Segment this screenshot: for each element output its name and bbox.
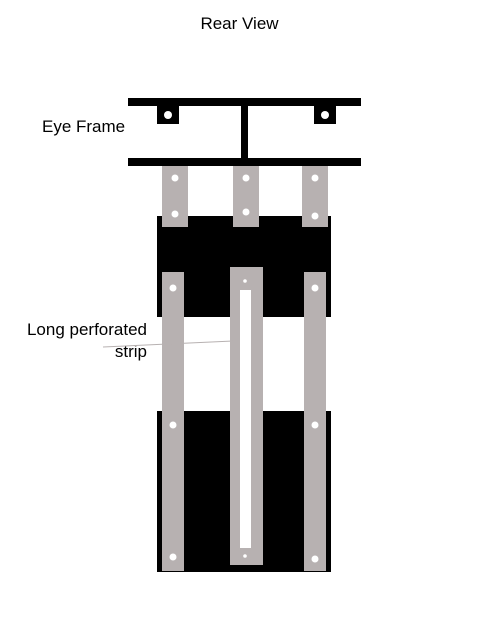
eye-frame-top-bar — [128, 98, 361, 106]
long-strip-left-hole-3 — [169, 553, 177, 561]
long-strip-left-hole-1 — [169, 284, 177, 292]
short-strip-left-hole-top — [171, 174, 179, 182]
long-perforated-strip — [230, 267, 263, 565]
short-strip-right-hole-top — [311, 174, 319, 182]
eye-frame-label: Eye Frame — [42, 117, 126, 136]
short-strip-right-hole-bottom — [311, 212, 319, 220]
long-strip-right-hole-3 — [311, 555, 319, 563]
short-strip-center-hole-top — [242, 174, 250, 182]
short-strip-center-hole-bottom — [242, 208, 250, 216]
long-perforated-strip-hole-top — [243, 279, 247, 283]
eye-frame-left-hole — [164, 111, 172, 119]
long-strip-leader-line — [102, 340, 234, 348]
long-strip-right-hole-2 — [311, 421, 319, 429]
diagram-title: Rear View — [200, 14, 279, 33]
long-side-strips — [162, 272, 326, 571]
short-strip-left-hole-bottom — [171, 210, 179, 218]
long-strip-label-line2: strip — [114, 342, 147, 361]
long-perforated-strip-slot — [240, 290, 251, 548]
long-perforated-strip-label: Long perforated strip — [14, 319, 147, 363]
long-strip-left-hole-2 — [169, 421, 177, 429]
long-perforated-strip-hole-bottom — [243, 554, 247, 558]
eye-frame — [128, 98, 361, 166]
eye-frame-right-hole — [321, 111, 329, 119]
eye-frame-center-post — [241, 104, 248, 160]
long-strip-right-hole-1 — [311, 284, 319, 292]
eye-frame-bottom-bar — [128, 158, 361, 166]
long-strip-label-line1: Long perforated — [26, 320, 147, 339]
short-strips — [162, 166, 328, 227]
